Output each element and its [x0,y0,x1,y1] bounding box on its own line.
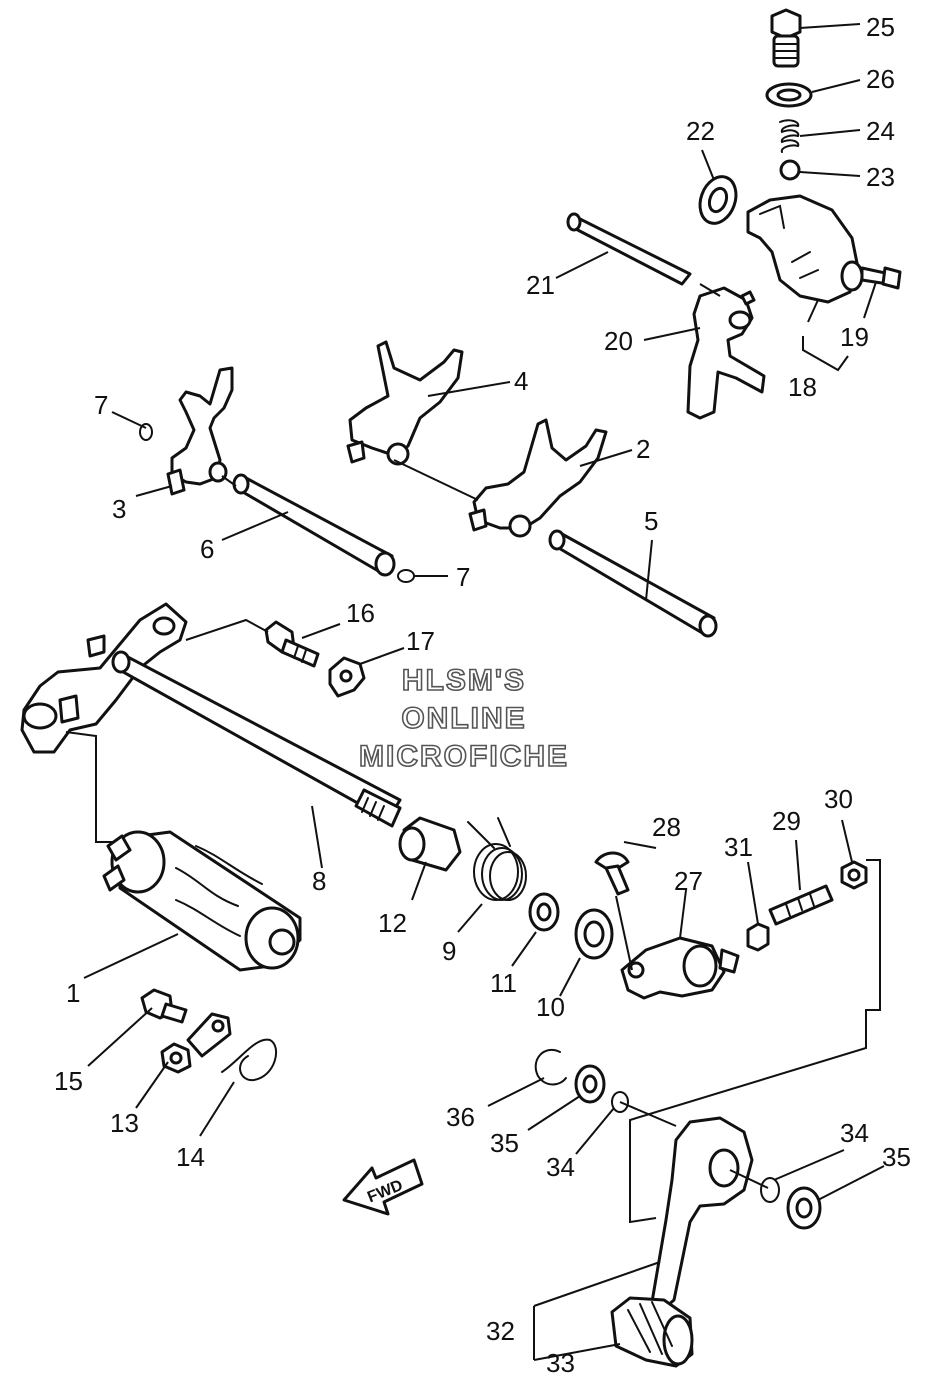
label-5: 5 [644,506,658,536]
callout-leaders [83,23,885,1361]
label-12: 12 [378,908,407,938]
watermark: HLSM'S ONLINE MICROFICHE [358,663,569,774]
label-4: 4 [514,366,528,396]
label-16: 16 [346,598,375,628]
label-17: 17 [406,626,435,656]
label-8: 8 [312,866,326,896]
shift-drum-1 [102,830,302,972]
label-34b: 34 [840,1118,869,1148]
label-26: 26 [866,64,895,94]
guide-bar-21 [566,212,692,286]
label-33: 33 [546,1348,575,1378]
label-3: 3 [112,494,126,524]
label-1: 1 [66,978,80,1008]
label-13: 13 [110,1108,139,1138]
watermark-line-2: ONLINE [401,702,526,735]
label-35a: 35 [490,1128,519,1158]
label-21: 21 [526,270,555,300]
screw-28 [594,851,630,896]
label-22: 22 [686,116,715,146]
label-10: 10 [536,992,565,1022]
label-35b: 35 [882,1142,911,1172]
label-15: 15 [54,1066,83,1096]
label-25: 25 [866,12,895,42]
label-30: 30 [824,784,853,814]
label-20: 20 [604,326,633,356]
label-2: 2 [636,434,650,464]
assembly-lines [65,283,881,1360]
shift-arm-27 [620,936,740,1000]
bolt-15 [140,988,188,1024]
washer-11 [528,892,560,932]
watermark-line-1: HLSM'S [402,664,526,697]
clip-36 [534,1049,567,1086]
watermark-line-3: MICROFICHE [359,740,569,773]
forward-arrow-icon: FWD [342,1158,424,1216]
o-ring-34b [760,1177,780,1203]
washer-35a [574,1064,606,1104]
ball-23 [779,159,801,181]
label-28: 28 [652,812,681,842]
label-19: 19 [840,322,869,352]
torsion-spring-9 [467,817,527,901]
label-18: 18 [788,372,817,402]
o-ring-34a [611,1091,629,1113]
shift-fork-4 [346,340,464,466]
shaft-5 [548,529,718,638]
spring-24 [779,119,800,153]
part-number-labels: 25 26 24 23 22 19 18 21 20 4 2 5 7 3 6 7… [54,12,911,1378]
label-34a: 34 [546,1152,575,1182]
stopper-lever [186,1012,232,1058]
label-9: 9 [442,936,456,966]
circlip-7b [397,569,415,583]
washer-35b [786,1186,822,1230]
nut-31 [746,922,770,952]
shift-fork-3 [166,366,234,496]
label-29: 29 [772,806,801,836]
oil-seal-22 [698,175,738,225]
nut-30 [840,860,868,890]
label-36: 36 [446,1102,475,1132]
label-11: 11 [490,968,517,998]
label-31: 31 [724,832,753,862]
adjuster-29 [768,884,834,926]
bolt-13 [160,1042,192,1074]
bolt-16 [264,620,320,668]
shift-fork-20 [686,286,766,420]
segment-18 [746,194,902,304]
label-24: 24 [866,116,895,146]
label-7b: 7 [456,562,470,592]
label-6: 6 [200,534,214,564]
oil-seal-10 [574,908,614,960]
shift-shaft-8 [111,650,402,828]
circlip-7a [139,423,153,441]
collar-12 [398,816,462,872]
lock-washer-17 [328,656,366,698]
washer-26 [765,82,813,108]
label-23: 23 [866,162,895,192]
pedal-rubber-33 [610,1296,694,1368]
label-32: 32 [486,1316,515,1346]
bolt-25 [770,8,802,68]
label-14: 14 [176,1142,205,1172]
shift-pedal-32 [650,1116,754,1314]
shift-fork-2 [468,418,608,538]
label-7a: 7 [94,390,108,420]
label-27: 27 [674,866,703,896]
spring-14 [221,1038,278,1082]
